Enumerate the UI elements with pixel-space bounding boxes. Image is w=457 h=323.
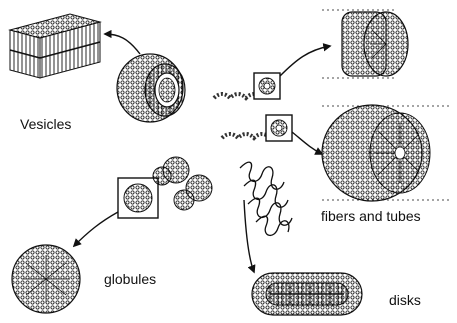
arrow-to-bilayer: [105, 34, 140, 54]
membrane-bilayer-icon: [10, 14, 100, 78]
label-disks: disks: [389, 292, 421, 308]
globule-icon: [12, 245, 80, 313]
fiber-disk-icon: [322, 10, 408, 78]
arrow-to-disk: [244, 200, 254, 272]
inset-box-left: [118, 178, 158, 218]
arrow-to-globule: [74, 212, 118, 246]
disk-micelle-icon: [252, 273, 362, 315]
vesicle-icon: [117, 54, 185, 122]
globule-cluster-icon: [153, 157, 212, 210]
label-vesicles: Vesicles: [20, 116, 71, 132]
arrow-to-tube: [292, 132, 322, 154]
label-fibers-and-tubes: fibers and tubes: [321, 208, 421, 224]
inset-box-middle: [266, 115, 292, 141]
label-globules: globules: [104, 271, 156, 287]
arrow-to-fiber-disk: [280, 46, 330, 76]
inset-box-upper: [254, 73, 280, 99]
tube-icon: [322, 105, 450, 201]
